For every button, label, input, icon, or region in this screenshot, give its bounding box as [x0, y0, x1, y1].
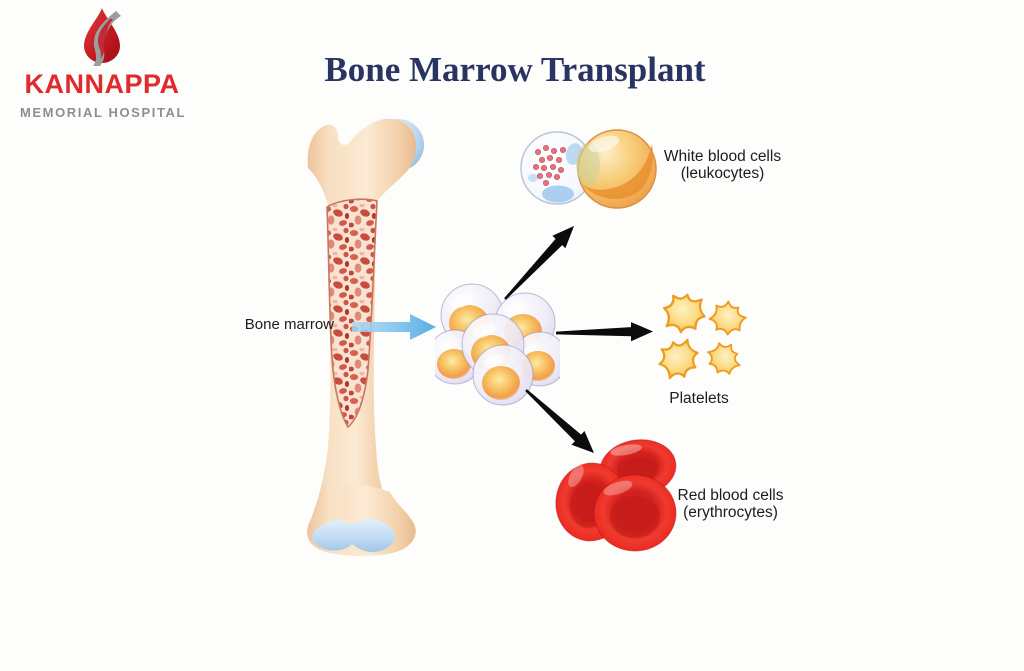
red-blood-cells-illustration: [555, 439, 677, 552]
erythrocyte-bottom: [593, 474, 677, 552]
blood-drop-logo-icon: [84, 8, 121, 66]
condyle-cartilage: [312, 519, 395, 553]
bone-upper: [307, 118, 416, 217]
femur-bone-illustration: [307, 118, 424, 556]
arrow-to-platelets: [556, 322, 653, 342]
platelets-illustration: [658, 293, 747, 380]
wbc-label-line2: (leukocytes): [680, 165, 765, 182]
brand-name: KANNAPPA: [24, 69, 180, 99]
leukocyte-left: [520, 131, 594, 205]
bone-marrow-label: Bone marrow: [244, 316, 334, 333]
white-blood-cells-illustration: [520, 129, 657, 209]
rbc-label: Red blood cells (erythrocytes): [658, 487, 803, 521]
wbc-label: White blood cells (leukocytes): [650, 148, 795, 182]
stem-cells: [435, 283, 560, 406]
platelet: [708, 300, 747, 336]
platelet: [658, 338, 699, 380]
marrow-outline: [326, 198, 378, 429]
blue-pointer-arrow: [352, 314, 436, 340]
rbc-label-line1: Red blood cells: [677, 487, 784, 504]
platelet: [707, 342, 741, 375]
marrow-spongy-texture: [327, 199, 377, 427]
page-title: Bone Marrow Transplant: [324, 50, 706, 89]
platelets-label: Platelets: [669, 390, 729, 407]
rbc-label-line2: (erythrocytes): [683, 504, 778, 521]
wbc-label-line1: White blood cells: [663, 148, 782, 165]
platelet: [662, 293, 706, 334]
brand-tagline: MEMORIAL HOSPITAL: [19, 105, 187, 120]
leukocyte-right: [576, 129, 657, 209]
hospital-logo: KANNAPPA MEMORIAL HOSPITAL: [0, 0, 210, 135]
stem-cell-cluster: [435, 283, 560, 406]
